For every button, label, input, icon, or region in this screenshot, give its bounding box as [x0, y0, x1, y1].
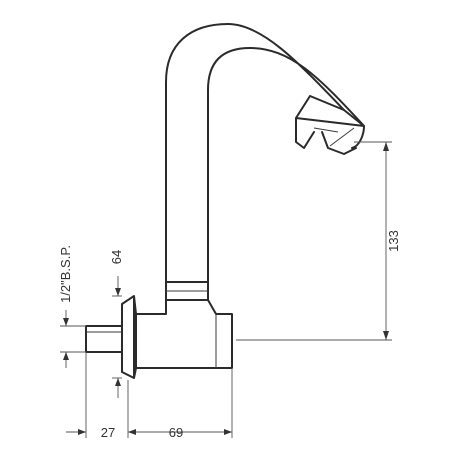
- spout-height-label: 133: [386, 230, 401, 252]
- spout-outlet: [295, 95, 365, 155]
- dimension-flange: 64: [109, 250, 124, 398]
- spout-tube: [165, 23, 365, 283]
- thread-label: 1/2"B.S.P.: [58, 245, 73, 303]
- flange-label: 64: [109, 250, 124, 264]
- dimension-horizontal: 27 69: [66, 352, 233, 440]
- threaded-inlet: [85, 325, 123, 353]
- dimension-spout-height: 133: [236, 141, 401, 341]
- valve-body: [135, 299, 233, 369]
- arrow-bottom: [383, 331, 389, 340]
- arrow-top: [383, 142, 389, 151]
- thread-length-label: 27: [101, 425, 115, 440]
- body-length-label: 69: [169, 425, 183, 440]
- dimension-thread: 1/2"B.S.P.: [58, 245, 86, 368]
- spout-aerator: [313, 127, 355, 147]
- tap-outline: [85, 23, 365, 379]
- wall-flange: [121, 295, 137, 379]
